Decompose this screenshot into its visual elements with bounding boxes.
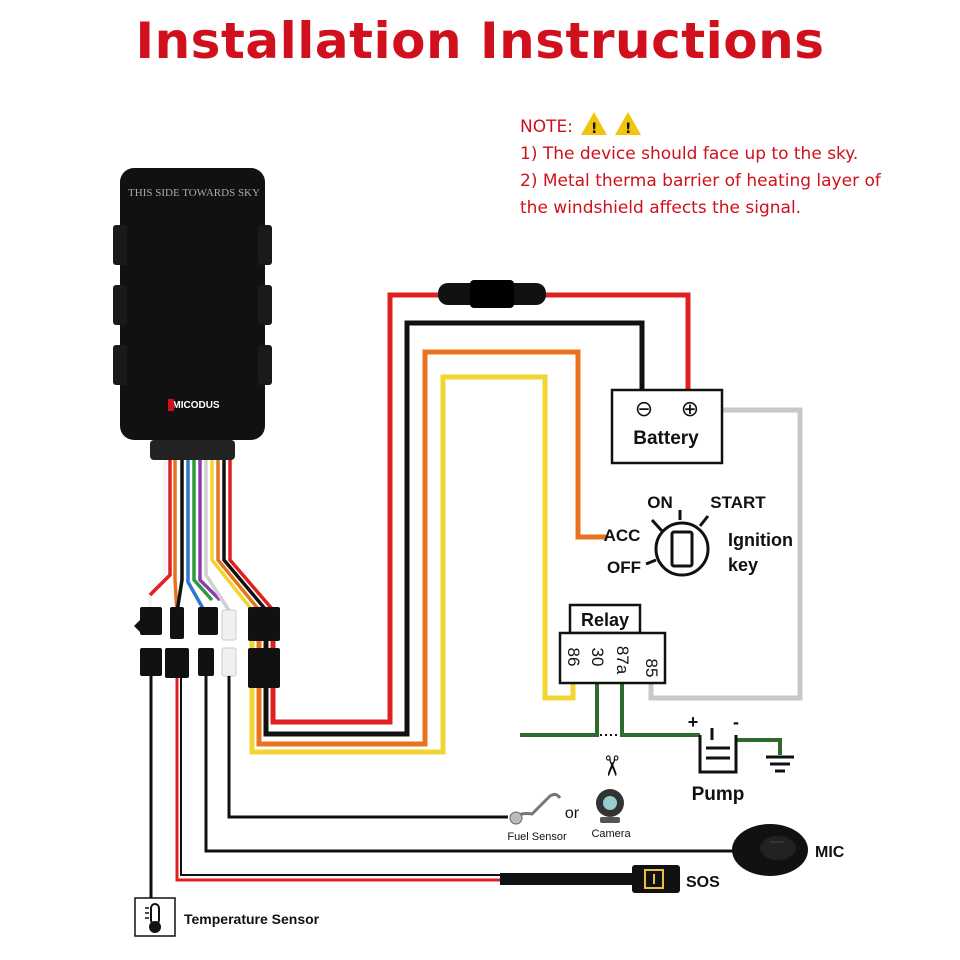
camera-label: Camera	[591, 828, 631, 840]
battery-minus: ⊖	[635, 397, 653, 422]
ignition-start: START	[710, 493, 766, 512]
pump-label: Pump	[692, 784, 745, 805]
or-label: or	[565, 805, 580, 822]
wire-green-30	[520, 680, 599, 737]
mic-label: MIC	[815, 844, 845, 861]
gps-tracker-device: THIS SIDE TOWARDS SKY MICODUS	[113, 168, 272, 460]
wire-fuel	[227, 676, 508, 819]
connector-pair-1	[134, 607, 162, 676]
relay-pin-87a: 87a	[613, 646, 632, 675]
pump-minus: -	[733, 712, 739, 732]
mic-icon	[732, 824, 808, 876]
connector-pair-3	[198, 607, 218, 676]
temperature-sensor-icon	[134, 897, 176, 937]
note-label: NOTE:	[520, 117, 573, 137]
sos-button-icon	[500, 865, 680, 893]
battery: ⊖ ⊕ Battery	[610, 388, 724, 465]
wire-yellow-relay	[249, 374, 576, 755]
battery-label: Battery	[633, 428, 699, 449]
note-line-2a: 2) Metal therma barrier of heating layer…	[520, 171, 881, 191]
ground-icon	[766, 755, 794, 773]
pump-plus: +	[688, 712, 699, 732]
wire-black-ground	[263, 320, 645, 737]
camera-icon	[596, 789, 624, 823]
fuel-sensor-icon	[509, 792, 562, 825]
relay-pin-86: 86	[564, 648, 583, 667]
connector-pair-main	[248, 607, 280, 688]
temperature-sensor-label: Temperature Sensor	[184, 911, 320, 927]
note-line-2b: the windshield affects the signal.	[520, 198, 802, 218]
relay-pin-85: 85	[642, 659, 661, 678]
ignition-label-2: key	[728, 555, 758, 575]
device-top-text: THIS SIDE TOWARDS SKY	[128, 187, 260, 199]
relay-label: Relay	[581, 610, 629, 630]
wire-gray-battery	[648, 407, 803, 701]
relay-pin-30: 30	[588, 648, 607, 667]
scissors-icon: ✂	[595, 754, 628, 777]
device-brand: MICODUS	[172, 400, 220, 411]
ignition-label-1: Ignition	[728, 530, 793, 550]
fuse-icon	[438, 280, 546, 308]
connector-pair-4	[221, 609, 237, 677]
ignition-off: OFF	[607, 558, 641, 577]
wire-green-87a	[620, 680, 700, 737]
ignition-on: ON	[647, 493, 673, 512]
wire-green-ground	[736, 738, 782, 755]
fuel-sensor-label: Fuel Sensor	[507, 831, 567, 843]
wire-sos-red	[175, 678, 500, 882]
wire-orange-acc	[256, 349, 606, 747]
warning-icon	[580, 112, 607, 143]
pump: + - Pump	[688, 712, 745, 805]
battery-plus: ⊕	[681, 397, 699, 422]
ignition-acc: ACC	[604, 526, 641, 545]
ignition-switch: ON START ACC OFF Ignition key	[604, 493, 793, 577]
note-header: NOTE:	[520, 112, 950, 143]
note-line-1: 1) The device should face up to the sky.	[520, 144, 859, 164]
wire-mic	[204, 676, 740, 853]
sos-label: SOS	[686, 874, 720, 891]
note-box: NOTE: 1) The device should face up to th…	[520, 112, 950, 222]
wire-red-power	[270, 292, 691, 725]
cable-bundle	[148, 460, 275, 613]
connector-pair-2	[165, 607, 189, 678]
warning-icon-2	[614, 112, 641, 143]
wire-sos-black	[180, 678, 500, 876]
page-title: Installation Instructions	[135, 12, 825, 70]
relay: Relay 86 30 87a 85	[558, 603, 667, 685]
